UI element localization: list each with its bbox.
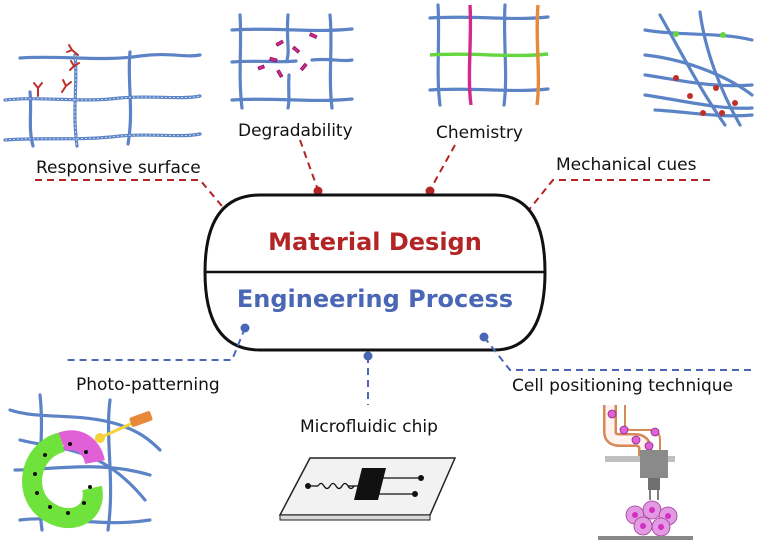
cell-printer-icon xyxy=(598,405,693,540)
degrading-network-icon xyxy=(230,13,354,110)
process-connectors xyxy=(65,327,752,405)
label-cell-positioning-technique: Cell positioning technique xyxy=(512,376,733,396)
process-connector-dots xyxy=(240,323,489,361)
label-photo-patterning: Photo-patterning xyxy=(76,375,220,395)
material-design-title: Material Design xyxy=(268,228,482,256)
microfluidic-chip-icon xyxy=(278,457,457,521)
hydrogel-network-with-ligands-icon xyxy=(3,44,202,148)
crosslinked-network-icon xyxy=(643,10,754,127)
label-degradability: Degradability xyxy=(238,121,353,141)
label-mechanical-cues: Mechanical cues xyxy=(556,155,697,175)
label-microfluidic-chip: Microfluidic chip xyxy=(300,417,438,437)
chemically-modified-network-icon xyxy=(428,3,550,107)
label-chemistry: Chemistry xyxy=(436,123,523,143)
central-oval xyxy=(203,193,547,352)
engineering-process-title: Engineering Process xyxy=(237,285,513,313)
label-responsive-surface: Responsive surface xyxy=(36,158,201,178)
photo-patterned-tissue-icon xyxy=(8,393,162,532)
